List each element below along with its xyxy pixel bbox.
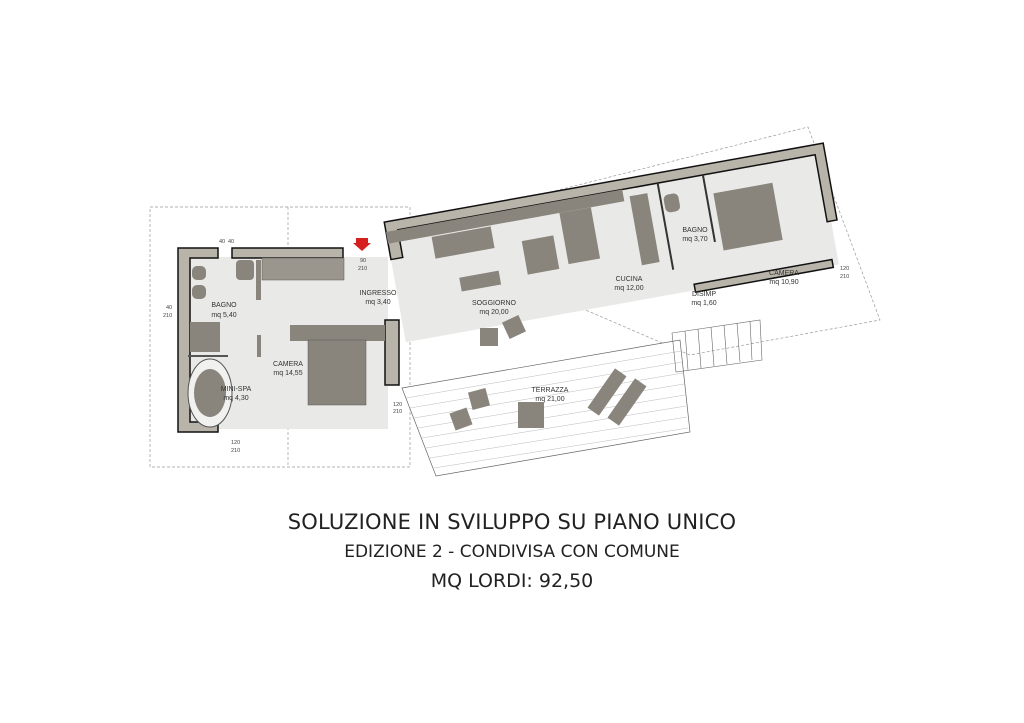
room-name: CAMERA xyxy=(273,361,303,368)
dim-label: 210 xyxy=(163,313,172,319)
terrace xyxy=(401,315,691,477)
bed-icon xyxy=(307,339,367,406)
dim-label: 40 xyxy=(166,305,172,311)
room-name: INGRESSO xyxy=(360,290,398,297)
table-icon xyxy=(518,402,544,428)
stairs xyxy=(671,319,763,373)
bed-icon xyxy=(713,182,783,251)
room-area: mq 1,60 xyxy=(691,300,716,307)
main-wing xyxy=(383,142,839,343)
sunlounger-icon xyxy=(607,378,647,426)
room-labels: BAGNO mq 5,40 INGRESSO mq 3,40 CAMERA mq… xyxy=(211,227,799,403)
room-area: mq 20,00 xyxy=(479,309,508,316)
kitchen-island-icon xyxy=(559,207,601,265)
room-name: SOGGIORNO xyxy=(472,300,517,307)
dim-label: 210 xyxy=(358,266,367,272)
plan-subtitle: EDIZIONE 2 - CONDIVISA CON COMUNE xyxy=(344,542,680,562)
dim-label: 210 xyxy=(231,448,240,454)
room-name: CUCINA xyxy=(616,276,643,283)
dimension-labels: 40 40 40 210 90 210 120 210 120 210 120 … xyxy=(163,239,849,454)
room-name: BAGNO xyxy=(682,227,708,234)
dim-label: 120 xyxy=(840,266,849,272)
coffee-table-icon xyxy=(459,270,502,292)
dim-label: 210 xyxy=(840,274,849,280)
left-unit xyxy=(177,238,400,433)
dim-label: 90 xyxy=(360,258,366,264)
entrance-arrow-icon xyxy=(353,238,371,251)
room-area: mq 14,55 xyxy=(273,370,302,377)
room-area: mq 10,90 xyxy=(769,279,798,286)
dim-label: 120 xyxy=(393,402,402,408)
room-area: mq 3,40 xyxy=(365,299,390,306)
dim-label: 40 xyxy=(219,239,225,245)
room-name: DISIMP xyxy=(692,291,716,298)
sofa-icon xyxy=(431,226,495,259)
room-name: MINI-SPA xyxy=(221,386,252,393)
dim-label: 210 xyxy=(393,409,402,415)
room-area: mq 4,30 xyxy=(223,395,248,402)
room-name: BAGNO xyxy=(211,302,237,309)
plan-gross-area: MQ LORDI: 92,50 xyxy=(430,570,594,592)
room-area: mq 5,40 xyxy=(211,312,236,319)
dim-label: 120 xyxy=(231,440,240,446)
room-area: mq 12,00 xyxy=(614,285,643,292)
room-name: CAMERA xyxy=(769,270,799,277)
dim-label: 40 xyxy=(228,239,234,245)
room-area: mq 21,00 xyxy=(535,396,564,403)
plan-title: SOLUZIONE IN SVILUPPO SU PIANO UNICO xyxy=(287,510,737,534)
room-name: TERRAZZA xyxy=(532,387,569,394)
room-area: mq 3,70 xyxy=(682,236,707,243)
sunlounger-icon xyxy=(587,368,627,416)
